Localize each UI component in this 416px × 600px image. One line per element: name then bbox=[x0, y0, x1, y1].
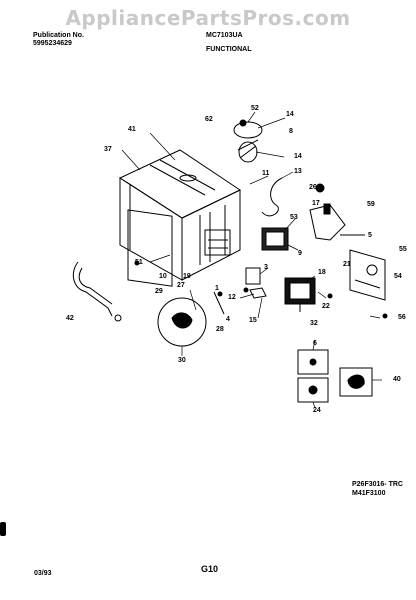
leader-lines bbox=[121, 111, 382, 409]
part-label: 19 bbox=[183, 273, 191, 280]
part-label: 5 bbox=[368, 232, 372, 239]
publication-label: Publication No. bbox=[33, 32, 84, 39]
diode bbox=[213, 291, 225, 315]
part-label: 3 bbox=[264, 264, 268, 271]
part-label: 22 bbox=[322, 303, 330, 310]
part-label: 17 bbox=[312, 200, 320, 207]
capacitor bbox=[297, 349, 329, 375]
scan-mark bbox=[0, 522, 6, 536]
fuse-holder bbox=[297, 377, 329, 403]
part-label: 37 bbox=[104, 146, 112, 153]
wire-harness bbox=[261, 177, 283, 217]
diagram-code-2: M41F3100 bbox=[352, 490, 386, 497]
switch bbox=[245, 267, 261, 285]
model-number: MC7103UA bbox=[206, 32, 243, 39]
part-label: 15 bbox=[249, 317, 257, 324]
publication-number: 5995234629 bbox=[33, 40, 72, 47]
part-label: 1 bbox=[215, 285, 219, 292]
part-label: 28 bbox=[216, 326, 224, 333]
part-label: 59 bbox=[367, 201, 375, 208]
part-label: 21 bbox=[343, 261, 351, 268]
part-label: 12 bbox=[228, 294, 236, 301]
magnetron bbox=[284, 277, 316, 312]
part-label: 9 bbox=[298, 250, 302, 257]
part-label: 52 bbox=[251, 105, 259, 112]
part-label: 42 bbox=[66, 315, 74, 322]
part-label: 11 bbox=[262, 170, 270, 177]
small-switch bbox=[323, 203, 331, 215]
part-label: 32 bbox=[310, 320, 318, 327]
control-panel bbox=[349, 249, 386, 301]
footer-date: 03/93 bbox=[34, 570, 52, 577]
stirrer-blade bbox=[339, 367, 373, 397]
part-label: 40 bbox=[393, 376, 401, 383]
part-label: 8 bbox=[289, 128, 293, 135]
part-label: 14 bbox=[294, 153, 302, 160]
part-label: 29 bbox=[155, 288, 163, 295]
part-label: 41 bbox=[128, 126, 136, 133]
part-label: 4 bbox=[226, 316, 230, 323]
small-knob bbox=[315, 183, 325, 193]
part-label: 27 bbox=[177, 282, 185, 289]
part-label: 10 bbox=[159, 273, 167, 280]
part-label: 53 bbox=[290, 214, 298, 221]
part-label: 62 bbox=[205, 116, 213, 123]
part-label: 30 bbox=[178, 357, 186, 364]
part-label: 18 bbox=[318, 269, 326, 276]
part-label: 14 bbox=[286, 111, 294, 118]
diagram-code-1: P26F3016- TRC bbox=[352, 481, 403, 488]
fan-assembly bbox=[233, 119, 263, 163]
section-title: FUNCTIONAL bbox=[206, 46, 252, 53]
turntable-motor bbox=[157, 297, 207, 347]
cabinet-body bbox=[118, 149, 242, 287]
page-number: G10 bbox=[201, 564, 219, 574]
interlock-bracket bbox=[249, 287, 267, 299]
part-label: 6 bbox=[313, 340, 317, 347]
part-label: 55 bbox=[399, 246, 407, 253]
part-label: 56 bbox=[398, 314, 406, 321]
part-label: 54 bbox=[394, 273, 402, 280]
part-label: 13 bbox=[294, 168, 302, 175]
watermark: AppliancePartsPros.com bbox=[65, 6, 351, 30]
part-label: 51 bbox=[135, 259, 143, 266]
part-label: 26 bbox=[309, 184, 317, 191]
transformer bbox=[261, 227, 289, 251]
heater-element bbox=[72, 261, 122, 322]
part-label: 24 bbox=[313, 407, 321, 414]
